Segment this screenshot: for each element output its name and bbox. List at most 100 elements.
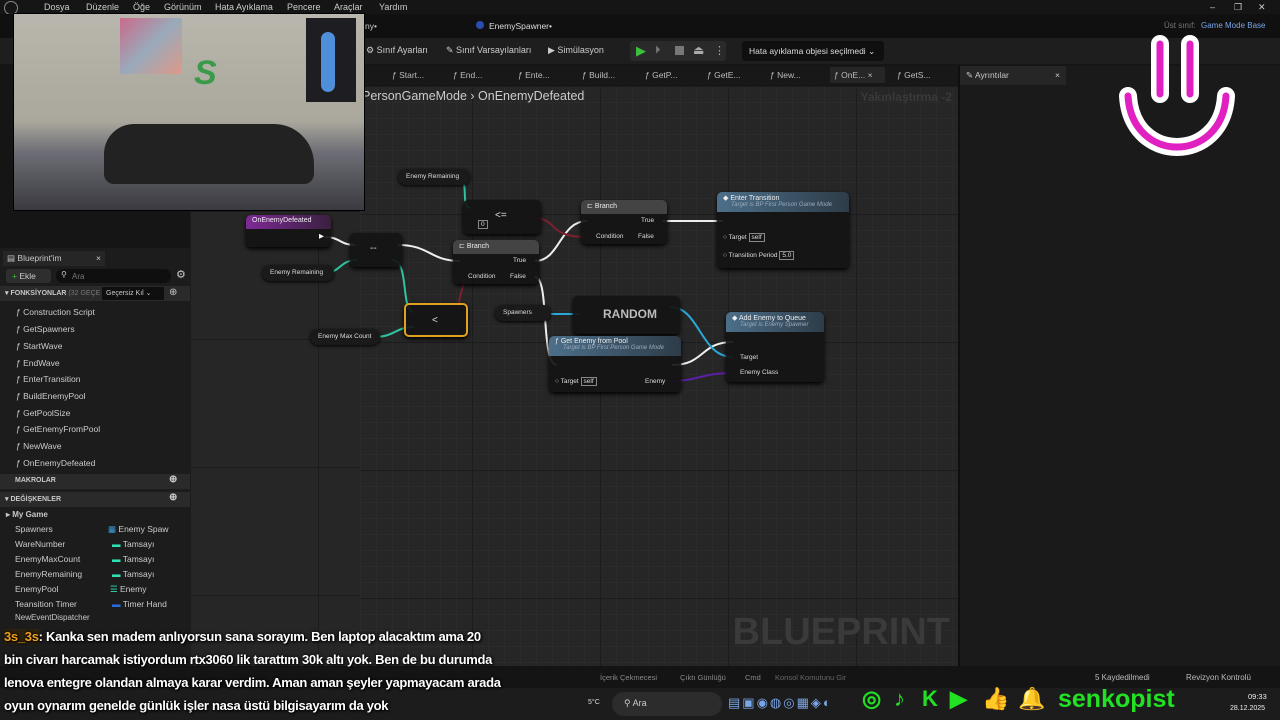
exec-out-pin[interactable]: ▶ xyxy=(319,233,324,240)
get-enemy-remaining[interactable]: Enemy Remaining xyxy=(262,265,334,281)
get-spawners[interactable]: Spawners xyxy=(495,305,551,321)
function-item[interactable]: ƒ GetPoolSize xyxy=(16,408,71,418)
variables-header[interactable]: ▾ DEĞİŞKENLER⊕ xyxy=(0,492,190,507)
more-options-icon[interactable]: ⋮ xyxy=(714,45,725,57)
variable-name[interactable]: Spawners xyxy=(15,524,53,534)
variable-name[interactable]: EnemyMaxCount xyxy=(15,554,81,564)
branch-node-2[interactable]: ⊏ Branch True Condition False xyxy=(581,200,667,244)
details-tab[interactable]: ✎ Ayrıntılar× xyxy=(960,66,1066,85)
function-item[interactable]: ƒ StartWave xyxy=(16,341,63,351)
tab-end[interactable]: ƒ End... xyxy=(453,70,483,80)
tab-new[interactable]: ƒ New... xyxy=(770,70,801,80)
unsaved-button[interactable]: 5 Kaydedilmedi xyxy=(1095,673,1150,682)
taskbar-app-icons[interactable]: ▤▣◉◍◎▦◈◐ xyxy=(728,695,833,710)
variable-type[interactable]: ▬ Tamsayı xyxy=(112,569,155,579)
lte-input[interactable]: 0 xyxy=(478,220,488,229)
macros-header[interactable]: MAKROLAR⊕ xyxy=(0,474,190,489)
variable-name[interactable]: EnemyRemaining xyxy=(15,569,83,579)
class-defaults-button[interactable]: ✎ Sınıf Varsayılanları xyxy=(446,45,532,55)
less-than-node[interactable]: < xyxy=(404,303,468,337)
target-pin[interactable]: ○ Target self xyxy=(555,377,597,386)
close-tab-icon[interactable]: × xyxy=(96,253,101,263)
function-item[interactable]: ƒ GetSpawners xyxy=(16,324,75,334)
variable-type[interactable]: ☰ Enemy xyxy=(110,584,147,594)
true-pin[interactable]: True xyxy=(641,217,655,224)
content-drawer-button[interactable]: İçerik Çekmecesi xyxy=(600,673,658,682)
menu-duzenle[interactable]: Düzenle xyxy=(86,2,120,12)
settings-gear-icon[interactable]: ⚙ xyxy=(176,269,186,281)
random-node[interactable]: RANDOM xyxy=(573,296,680,334)
function-item[interactable]: ƒ OnEnemyDefeated xyxy=(16,458,96,468)
tab-build[interactable]: ƒ Build... xyxy=(582,70,616,80)
eject-icon[interactable]: ⏏ xyxy=(693,43,705,57)
add-macro-icon[interactable]: ⊕ xyxy=(169,474,178,485)
breadcrumb-parent[interactable]: PersonGameMode xyxy=(362,89,467,103)
category-my-game[interactable]: ▸ My Game xyxy=(6,510,48,519)
tab-start[interactable]: ƒ Start... xyxy=(392,70,425,80)
add-variable-icon[interactable]: ⊕ xyxy=(169,492,178,503)
function-item[interactable]: ƒ BuildEnemyPool xyxy=(16,391,86,401)
console-input[interactable]: Konsol Komutunu Gir xyxy=(775,673,847,682)
menu-dosya[interactable]: Dosya xyxy=(44,2,70,12)
condition-pin[interactable]: Condition xyxy=(468,273,496,280)
enemy-pin[interactable]: Enemy xyxy=(645,378,666,385)
close-window-button[interactable]: ✕ xyxy=(1258,2,1266,12)
menu-araclar[interactable]: Araçlar xyxy=(334,2,363,12)
override-dropdown[interactable]: Geçersiz Kıl ⌄ xyxy=(102,287,164,300)
variable-name[interactable]: Teansition Timer xyxy=(15,599,77,609)
get-enemy-remaining-2[interactable]: Enemy Remaining xyxy=(398,169,470,185)
menu-hata-ayiklama[interactable]: Hata Ayıklama xyxy=(215,2,273,12)
function-item[interactable]: ƒ Construction Script xyxy=(16,307,95,317)
tab-gets[interactable]: ƒ GetS... xyxy=(897,70,931,80)
function-item[interactable]: ƒ NewWave xyxy=(16,441,62,451)
revision-control-button[interactable]: Revizyon Kontrolü xyxy=(1186,673,1251,682)
stop-icon[interactable] xyxy=(675,46,684,55)
play-icon[interactable]: ▶ xyxy=(636,43,646,58)
function-item[interactable]: ƒ EnterTransition xyxy=(16,374,81,384)
less-equal-node[interactable]: <= 0 xyxy=(463,200,541,234)
variable-name[interactable]: EnemyPool xyxy=(15,584,59,594)
simulation-button[interactable]: ▶ Simülasyon xyxy=(548,45,604,55)
minimize-button[interactable]: – xyxy=(1210,2,1216,12)
menu-pencere[interactable]: Pencere xyxy=(287,2,321,12)
menu-yardim[interactable]: Yardım xyxy=(379,2,408,12)
class-settings-button[interactable]: ⚙ Sınıf Ayarları xyxy=(366,45,428,55)
asset-tab-enemyspawner[interactable]: EnemySpawner• xyxy=(489,21,552,31)
false-pin[interactable]: False xyxy=(638,233,654,240)
taskbar-search[interactable]: ⚲ Ara xyxy=(612,692,722,716)
step-icon[interactable]: ⏵ xyxy=(655,44,661,56)
maximize-button[interactable]: ❐ xyxy=(1234,2,1243,12)
output-log-button[interactable]: Çıktı Günlüğü xyxy=(680,673,726,682)
function-item[interactable]: ƒ GetEnemyFromPool xyxy=(16,424,101,434)
condition-pin[interactable]: Condition xyxy=(596,233,624,240)
breadcrumb-current[interactable]: OnEnemyDefeated xyxy=(478,89,585,103)
variable-type[interactable]: ▦ Enemy Spaw xyxy=(108,524,169,534)
add-function-icon[interactable]: ⊕ xyxy=(169,287,178,298)
variable-type[interactable]: ▬ Tamsayı xyxy=(112,554,155,564)
weather-widget[interactable]: 5°C xyxy=(588,699,600,706)
tab-enter[interactable]: ƒ Ente... xyxy=(518,70,550,80)
pin-value[interactable]: 5.0 xyxy=(779,251,795,260)
enemy-class-pin[interactable]: Enemy Class xyxy=(740,369,779,376)
close-details-icon[interactable]: × xyxy=(1055,70,1060,80)
asset-tab-partial[interactable]: ny• xyxy=(365,21,377,31)
function-item[interactable]: ƒ EndWave xyxy=(16,358,60,368)
search-input[interactable] xyxy=(56,269,171,283)
clock-date[interactable]: 28.12.2025 xyxy=(1230,705,1266,712)
variable-name[interactable]: WareNumber xyxy=(15,539,66,549)
cmd-button[interactable]: Cmd xyxy=(745,673,761,682)
tab-onenemydefeated[interactable]: ƒ OnE... × xyxy=(830,67,885,83)
menu-gorunum[interactable]: Görünüm xyxy=(164,2,202,12)
event-node-onenemydefeated[interactable]: OnEnemyDefeated ▶ xyxy=(246,215,331,247)
false-pin[interactable]: False xyxy=(510,273,526,280)
get-enemy-max-count[interactable]: Enemy Max Count xyxy=(310,329,380,345)
true-pin[interactable]: True xyxy=(513,257,527,264)
graph-canvas-left[interactable] xyxy=(190,211,360,666)
event-dispatcher-item[interactable]: NewEventDispatcher xyxy=(15,613,90,622)
clock-time[interactable]: 09:33 xyxy=(1248,692,1267,701)
menu-oge[interactable]: Öğe xyxy=(133,2,151,12)
decrement-node[interactable]: -- xyxy=(350,233,402,267)
